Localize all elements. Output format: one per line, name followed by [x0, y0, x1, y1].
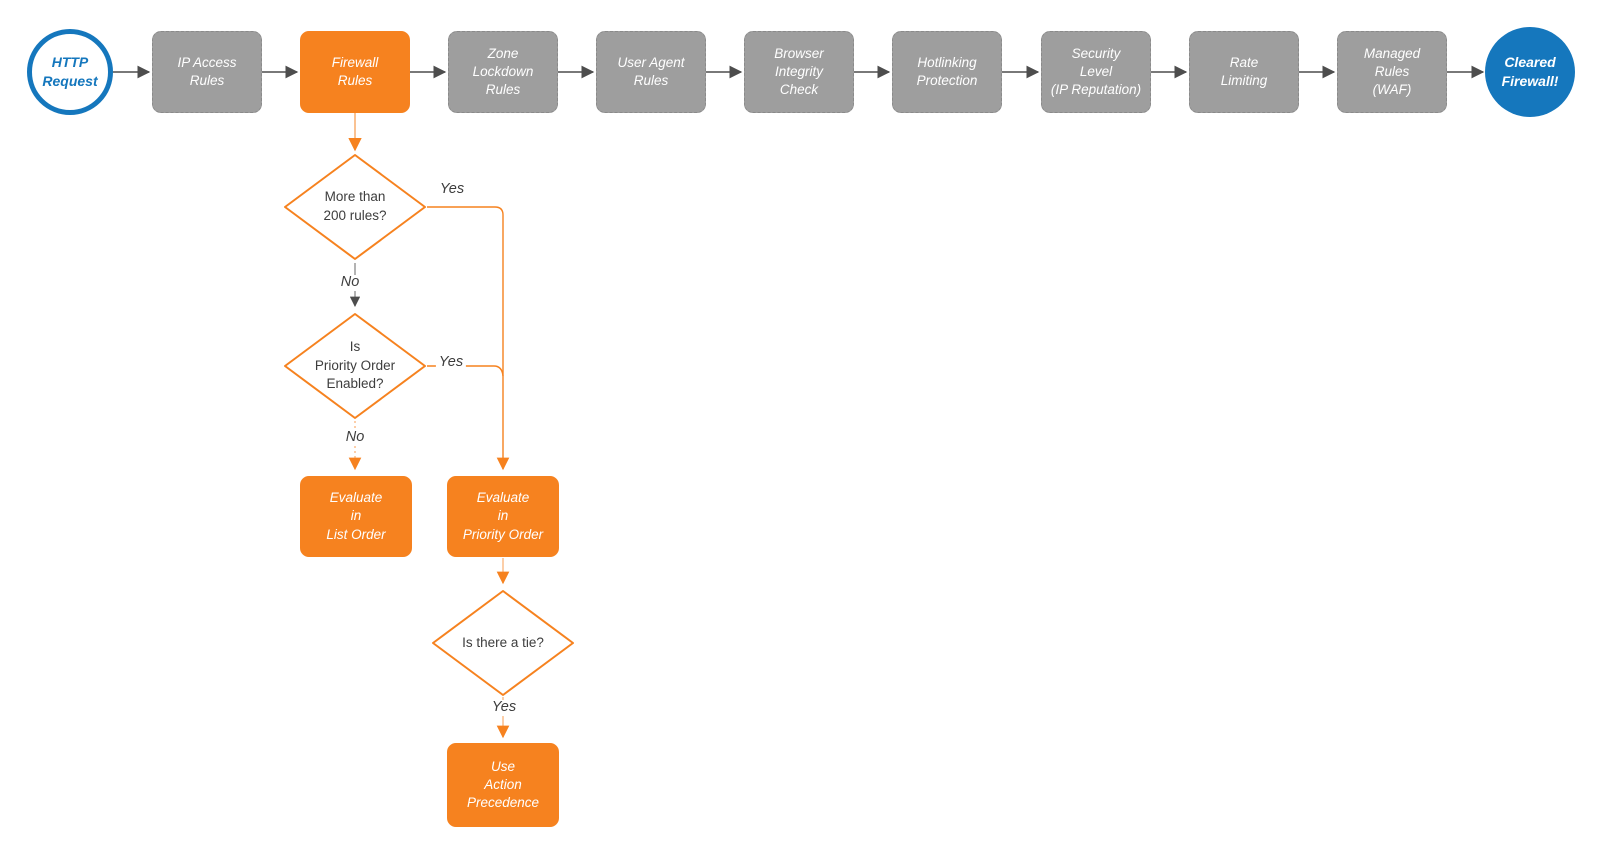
node-user-agent-rules: User Agent Rules: [596, 31, 706, 113]
node-label: Managed Rules (WAF): [1363, 45, 1421, 98]
decision-label: More than 200 rules?: [323, 189, 387, 223]
node-browser-integrity-check: Browser Integrity Check: [744, 31, 854, 113]
edge-d1-yes: [427, 206, 510, 471]
node-evaluate-in-priority-order: Evaluate in Priority Order: [447, 476, 559, 557]
edge-d2-yes: [427, 365, 504, 377]
edge-label-yes-d1: Yes: [436, 181, 468, 198]
node-label: Cleared Firewall!: [1501, 54, 1559, 89]
node-hotlinking-protection: Hotlinking Protection: [892, 31, 1002, 113]
edge-label-yes-d2: Yes: [435, 354, 467, 371]
decision-priority-order-enabled: Is Priority Order Enabled?: [283, 312, 427, 420]
node-use-action-precedence: Use Action Precedence: [447, 743, 559, 827]
node-label: Browser Integrity Check: [774, 45, 824, 98]
node-label: Security Level (IP Reputation): [1050, 45, 1142, 98]
diamond-shape: [284, 154, 426, 260]
edge-label-no-d2: No: [342, 429, 368, 446]
node-label: Evaluate in Priority Order: [462, 490, 544, 542]
node-cleared-firewall: Cleared Firewall!: [1485, 27, 1575, 117]
node-managed-rules-waf: Managed Rules (WAF): [1337, 31, 1447, 113]
node-firewall-rules: Firewall Rules: [300, 31, 410, 113]
diamond-shape: [284, 313, 426, 419]
node-label: Zone Lockdown Rules: [472, 45, 534, 98]
node-zone-lockdown-rules: Zone Lockdown Rules: [448, 31, 558, 113]
node-label: Hotlinking Protection: [916, 54, 978, 88]
node-label: Rate Limiting: [1220, 54, 1268, 88]
decision-label: Is Priority Order Enabled?: [314, 338, 396, 392]
edge-label-yes-d3: Yes: [488, 699, 520, 716]
node-evaluate-in-list-order: Evaluate in List Order: [300, 476, 412, 557]
node-rate-limiting: Rate Limiting: [1189, 31, 1299, 113]
node-label: Firewall Rules: [331, 54, 379, 88]
node-label: HTTP Request: [42, 54, 98, 89]
node-label: User Agent Rules: [617, 54, 685, 88]
decision-label: Is there a tie?: [462, 634, 544, 650]
diamond-shape: [432, 590, 574, 696]
decision-is-there-a-tie: Is there a tie?: [431, 589, 575, 697]
node-label: Evaluate in List Order: [326, 490, 386, 542]
edge-label-no-d1: No: [337, 274, 363, 291]
node-label: Use Action Precedence: [466, 758, 540, 811]
node-ip-access-rules: IP Access Rules: [152, 31, 262, 113]
node-security-level: Security Level (IP Reputation): [1041, 31, 1151, 113]
node-http-request: HTTP Request: [27, 29, 113, 115]
decision-more-than-200-rules: More than 200 rules?: [283, 153, 427, 261]
node-label: IP Access Rules: [177, 54, 237, 88]
